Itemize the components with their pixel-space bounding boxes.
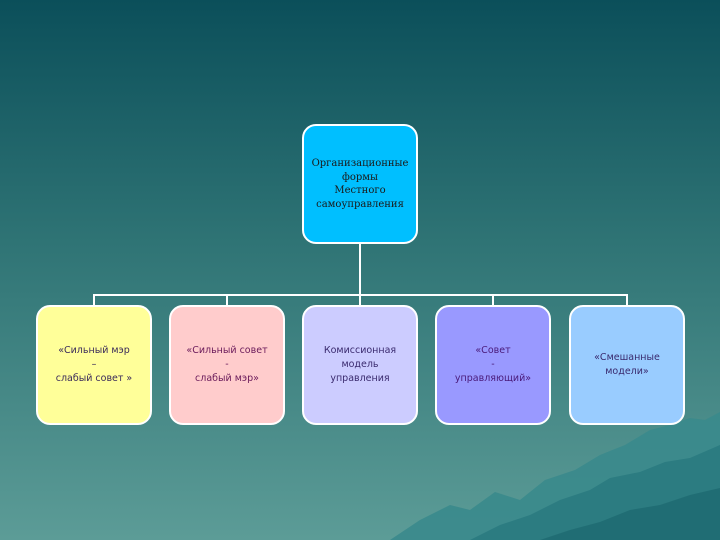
child-node-council-manager: «Совет - управляющий» <box>435 305 551 425</box>
child-node-mixed: «Смешанные модели» <box>569 305 685 425</box>
connector-root-vertical <box>359 244 361 295</box>
root-node: Организационные формы Местного самоуправ… <box>302 124 418 244</box>
connector-child-5 <box>626 294 628 305</box>
connector-child-3 <box>359 294 361 305</box>
connector-child-2 <box>226 294 228 305</box>
child-node-strong-mayor: «Сильный мэр – слабый совет » <box>36 305 152 425</box>
child-node-label: «Смешанные модели» <box>594 352 660 377</box>
connector-child-1 <box>93 294 95 305</box>
child-node-commission: Комиссионная модель управления <box>302 305 418 425</box>
child-node-label: «Сильный совет - слабый мэр» <box>186 345 268 384</box>
root-node-label: Организационные формы Местного самоуправ… <box>311 158 409 210</box>
child-node-label: Комиссионная модель управления <box>323 345 397 384</box>
child-node-strong-council: «Сильный совет - слабый мэр» <box>169 305 285 425</box>
connector-child-4 <box>492 294 494 305</box>
child-node-label: «Совет - управляющий» <box>454 345 532 384</box>
child-node-label: «Сильный мэр – слабый совет » <box>55 345 133 384</box>
